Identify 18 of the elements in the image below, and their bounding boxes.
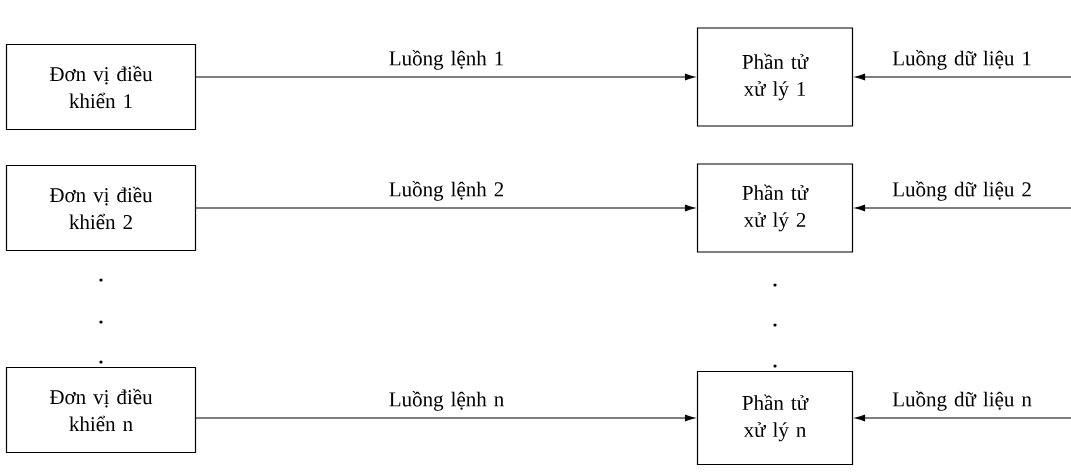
process-box: Đơn vị điều khiển 2 bbox=[5, 164, 197, 252]
process-box: Phần tử xử lý 2 bbox=[696, 163, 854, 253]
arrow bbox=[195, 73, 695, 81]
arrow bbox=[855, 73, 1071, 81]
arrow bbox=[855, 204, 1071, 212]
process-box: Phần tử xử lý n bbox=[696, 370, 854, 466]
edge-label: Luồng lệnh n bbox=[389, 391, 504, 411]
edge-label: Luồng lệnh 2 bbox=[389, 181, 504, 201]
process-box: Phần tử xử lý 1 bbox=[696, 27, 854, 127]
edge-label: Luồng dữ liệu 2 bbox=[892, 181, 1031, 201]
process-box: Đơn vị điều khiển n bbox=[5, 366, 197, 454]
arrow bbox=[855, 414, 1071, 422]
edge-label: Luồng lệnh 1 bbox=[389, 50, 503, 70]
arrow bbox=[195, 204, 695, 212]
edge-label: Luồng dữ liệu n bbox=[892, 391, 1032, 411]
edge-label: Luồng dữ liệu 1 bbox=[892, 50, 1031, 70]
arrow bbox=[195, 414, 695, 422]
process-box: Đơn vị điều khiển 1 bbox=[5, 43, 197, 131]
